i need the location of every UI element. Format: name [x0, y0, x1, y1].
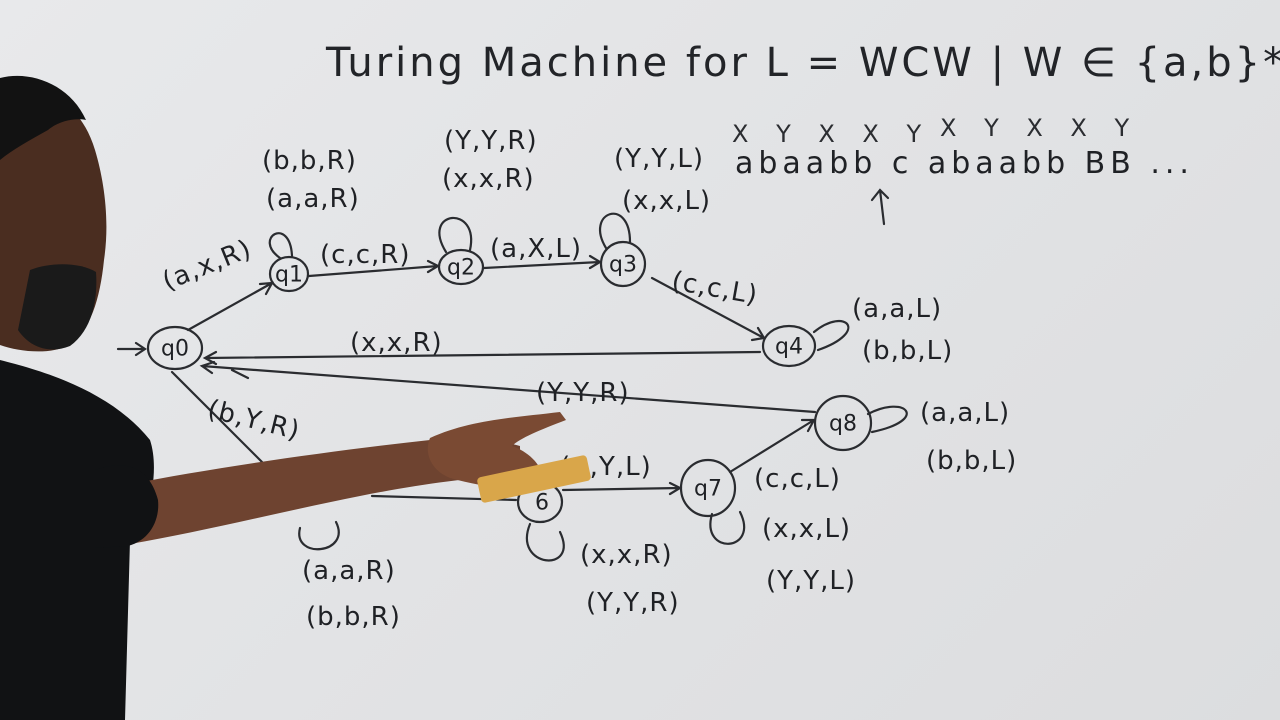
- state-q2: q2: [447, 255, 475, 281]
- label-q5-loop-2: (b,b,R): [306, 602, 401, 632]
- start-arrow: [116, 341, 147, 357]
- state-q2-circle: [437, 248, 485, 286]
- loop-q7: [709, 510, 746, 545]
- loop-q5: [298, 520, 340, 551]
- board-title: Turing Machine for L = WCW | W ∈ {a,b}*: [326, 40, 1280, 86]
- state-q1: q1: [275, 262, 303, 288]
- label-q2-loop-2: (x,x,R): [442, 164, 535, 194]
- state-q3: q3: [609, 252, 637, 278]
- state-q7: q7: [694, 476, 722, 502]
- edge-q1-q2: [307, 259, 441, 278]
- label-q8-loop-2: (b,b,L): [926, 446, 1018, 476]
- state-q0: q0: [161, 336, 189, 362]
- loop-q3: [599, 212, 632, 250]
- presenter-beard: [18, 264, 97, 350]
- label-q1-loop-2: (a,a,R): [266, 184, 360, 214]
- presenter-shirt: [0, 360, 154, 720]
- label-q4-loop-2: (b,b,L): [862, 336, 954, 366]
- edge-q6-q7: [561, 481, 683, 496]
- label-q7-loop-1: (x,x,L): [762, 514, 852, 544]
- state-q1-circle: [268, 255, 310, 293]
- state-q0-circle: [146, 325, 204, 371]
- presenter-hair: [0, 75, 86, 160]
- label-q1-loop-1: (b,b,R): [262, 146, 357, 176]
- state-q8-circle: [813, 394, 873, 452]
- edge-q0-q1: [186, 281, 274, 332]
- edge-q0-q5: [170, 370, 264, 464]
- label-q3-loop-1: (Y,Y,L): [614, 144, 705, 174]
- edge-q7-q8: [728, 418, 816, 474]
- state-q6: 6: [535, 490, 549, 516]
- loop-q6: [526, 522, 565, 562]
- label-q5-loop-1: (a,a,R): [302, 556, 396, 586]
- state-q4-circle: [761, 324, 817, 368]
- tape-marks-right: X Y X X Y: [940, 114, 1140, 142]
- presenter-arm: [110, 438, 520, 544]
- loop-q8: [866, 405, 908, 434]
- state-q4: q4: [775, 334, 803, 360]
- label-q3-loop-2: (x,x,L): [622, 186, 712, 216]
- label-q6-loop-1: (x,x,R): [580, 540, 673, 570]
- label-q7-q8: (c,c,L): [754, 464, 841, 494]
- edge-q3-q4: [650, 276, 766, 342]
- loop-q2: [438, 216, 473, 254]
- loop-q1: [268, 232, 294, 260]
- state-q8: q8: [829, 411, 857, 437]
- state-q3-circle: [599, 240, 647, 288]
- eraser: [477, 455, 591, 503]
- tape-symbols: abaabb c abaabb BB ...: [735, 146, 1194, 181]
- label-q4-loop-1: (a,a,L): [852, 294, 943, 324]
- label-q8-q0: (Y,Y,R): [536, 378, 630, 408]
- label-q6-loop-2: (Y,Y,R): [586, 588, 680, 618]
- presenter-sleeve: [95, 465, 159, 548]
- tape-head-arrow: [870, 188, 890, 226]
- tape-marks-left: X Y X X Y: [732, 120, 932, 148]
- label-q4-q0: (x,x,R): [350, 328, 443, 358]
- label-q7-loop-2: (Y,Y,L): [766, 566, 857, 596]
- label-q1-q2: (c,c,R): [320, 240, 411, 270]
- label-q2-loop-1: (Y,Y,R): [444, 126, 538, 156]
- label-q2-q3: (a,X,L): [490, 234, 583, 264]
- edge-q2-q3: [482, 254, 603, 270]
- loop-q4: [812, 320, 850, 352]
- label-q8-loop-1: (a,a,L): [920, 398, 1011, 428]
- edge-q8-q0: [199, 360, 817, 414]
